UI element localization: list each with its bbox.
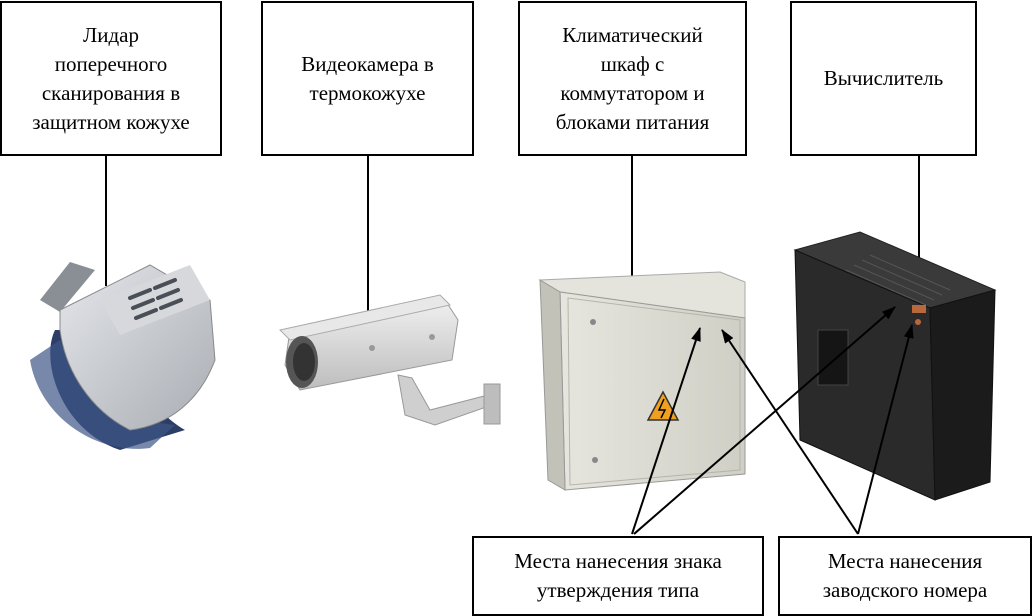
type-mark-label: Места нанесения знака утверждения типа <box>514 549 722 602</box>
camera-label-box: Видеокамера в термокожухе <box>261 1 474 156</box>
serial-mark-label: Места нанесения заводского номера <box>822 549 988 602</box>
serial-mark-label-box: Места нанесения заводского номера <box>778 536 1032 616</box>
cabinet-label-box: Климатический шкаф с коммутатором и блок… <box>518 1 747 156</box>
computer-label-box: Вычислитель <box>790 1 977 156</box>
camera-label: Видеокамера в термокожухе <box>301 51 434 105</box>
type-mark-arrow-computer <box>633 306 896 535</box>
type-mark-label-box: Места нанесения знака утверждения типа <box>472 536 764 616</box>
type-mark-arrow-cabinet <box>631 327 701 535</box>
lidar-label: Лидар поперечного сканирования в защитно… <box>32 22 190 134</box>
serial-mark-arrow-computer <box>857 324 914 535</box>
cabinet-device-picture <box>538 271 746 491</box>
computer-device-picture <box>793 231 997 501</box>
camera-device-picture <box>278 294 501 426</box>
lidar-device-picture <box>30 262 216 450</box>
lidar-label-box: Лидар поперечного сканирования в защитно… <box>0 1 222 156</box>
cabinet-label: Климатический шкаф с коммутатором и блок… <box>555 22 710 134</box>
serial-mark-arrow-cabinet <box>721 329 859 535</box>
computer-label: Вычислитель <box>823 66 944 90</box>
